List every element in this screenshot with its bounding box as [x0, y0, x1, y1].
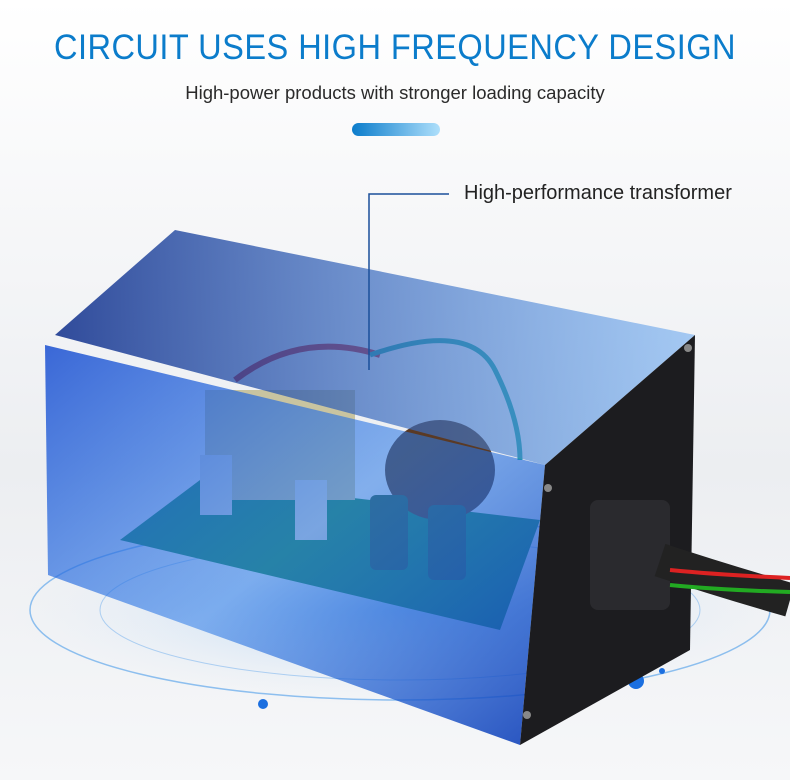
- page-title: CIRCUIT USES HIGH FREQUENCY DESIGN: [54, 28, 736, 67]
- accent-divider: [352, 123, 440, 136]
- callout-line: [368, 193, 449, 370]
- callout-transformer: High-performance transformer: [464, 182, 732, 204]
- page-subtitle: High-power products with stronger loadin…: [185, 82, 605, 103]
- cable-gland: [590, 500, 790, 617]
